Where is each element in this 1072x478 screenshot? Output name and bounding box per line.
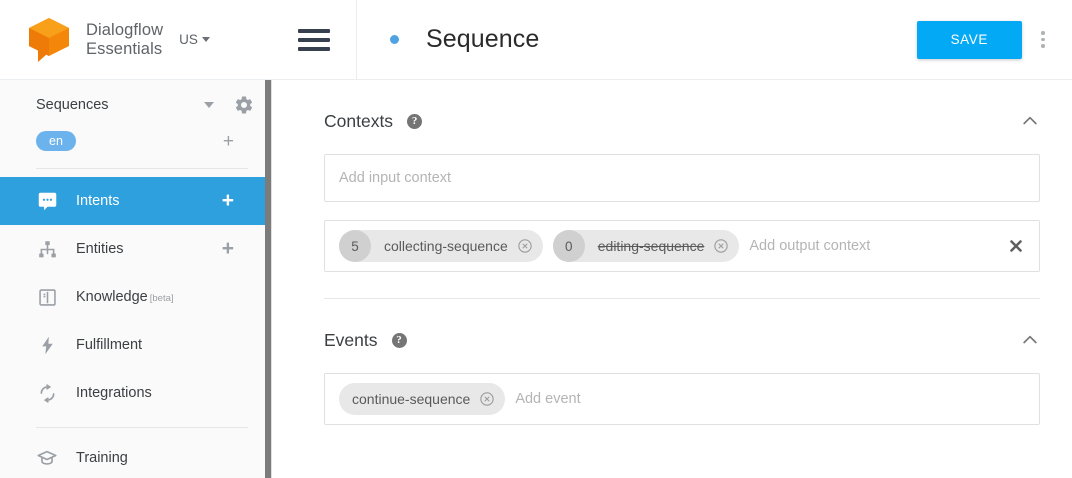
events-header: Events ?	[324, 325, 1040, 355]
brand-name: Dialogflow Essentials	[86, 21, 163, 59]
sidebar-nav: Intents + Entities +	[0, 177, 272, 478]
language-pill[interactable]: en	[36, 131, 76, 151]
sidebar-item-intents[interactable]: Intents +	[0, 177, 272, 225]
agent-name: Sequences	[36, 97, 109, 113]
agent-selector[interactable]: Sequences	[0, 86, 272, 124]
title-area: Sequence	[357, 0, 917, 79]
main-area: Sequence SAVE Contexts ?	[272, 0, 1072, 478]
chevron-up-icon[interactable]	[1020, 330, 1040, 350]
sidebar-item-label: Intents	[76, 193, 120, 209]
remove-circle-icon[interactable]	[713, 238, 729, 254]
caret-down-icon[interactable]	[204, 102, 214, 108]
sidebar-item-fulfillment[interactable]: Fulfillment	[0, 321, 272, 369]
output-context-field[interactable]: 5 collecting-sequence 0 editing-sequence	[324, 220, 1040, 272]
brand-name-line2: Essentials	[86, 39, 163, 58]
contexts-title: Contexts	[324, 110, 394, 131]
sidebar-item-text: Knowledge	[76, 289, 148, 305]
brand-name-line1: Dialogflow	[86, 20, 164, 39]
sidebar-scrollbar[interactable]	[265, 80, 271, 478]
plus-icon[interactable]: +	[221, 189, 234, 212]
lifespan-badge: 5	[339, 230, 371, 262]
dialogflow-cube-icon	[26, 16, 72, 64]
sidebar-item-label: Fulfillment	[76, 337, 143, 353]
input-context-field[interactable]: Add input context	[324, 154, 1040, 202]
contexts-header: Contexts ?	[324, 106, 1040, 136]
language-row: en +	[0, 124, 272, 158]
hamburger-menu-icon	[298, 24, 330, 56]
lightning-bolt-icon	[36, 334, 58, 356]
sidebar-item-label: Integrations	[76, 385, 152, 401]
page-title: Sequence	[426, 25, 540, 53]
sidebar-item-integrations[interactable]: Integrations	[0, 369, 272, 417]
divider	[36, 168, 248, 169]
remove-circle-icon[interactable]	[517, 238, 533, 254]
context-name: editing-sequence	[597, 238, 705, 254]
events-field[interactable]: continue-sequence Add event	[324, 373, 1040, 425]
region-selector[interactable]: US	[179, 32, 210, 47]
divider	[36, 427, 248, 428]
output-context-chip[interactable]: 0 editing-sequence	[552, 230, 740, 262]
plus-icon[interactable]: +	[222, 130, 234, 152]
top-bar: Sequence SAVE	[272, 0, 1072, 80]
events-title: Events	[324, 329, 378, 350]
sidebar-edge	[271, 80, 272, 478]
events-section: Events ? continue-sequence	[324, 299, 1040, 425]
input-context-placeholder: Add input context	[339, 170, 452, 186]
help-circle-icon[interactable]: ?	[407, 113, 423, 129]
status-dot-icon	[390, 35, 399, 44]
plus-icon[interactable]: +	[221, 237, 234, 260]
kebab-menu-icon[interactable]	[1030, 31, 1056, 48]
graduation-cap-icon	[36, 447, 58, 469]
book-icon	[36, 286, 58, 308]
clear-x-icon[interactable]	[1007, 237, 1025, 255]
content-area: Contexts ? Add input context 5 co	[272, 80, 1072, 425]
refresh-arrows-icon	[36, 382, 58, 404]
help-circle-icon[interactable]: ?	[391, 332, 407, 348]
contexts-section: Contexts ? Add input context 5 co	[324, 80, 1040, 272]
sidebar-item-training[interactable]: Training	[0, 434, 272, 478]
section-divider	[324, 298, 1040, 299]
context-name: collecting-sequence	[384, 238, 508, 254]
brand-header: Dialogflow Essentials US	[0, 0, 272, 80]
hierarchy-icon	[36, 238, 58, 260]
top-actions: SAVE	[916, 0, 1072, 79]
chat-bubble-icon	[36, 190, 58, 212]
sidebar-item-knowledge[interactable]: Knowledge[beta]	[0, 273, 272, 321]
sidebar-item-label: Training	[76, 450, 128, 466]
caret-down-icon	[201, 37, 210, 42]
gear-icon[interactable]	[234, 95, 254, 115]
chevron-up-icon[interactable]	[1020, 111, 1040, 131]
sidebar: Dialogflow Essentials US Sequences en +	[0, 0, 272, 478]
event-chip[interactable]: continue-sequence	[339, 383, 506, 415]
lifespan-badge: 0	[552, 230, 585, 262]
save-button[interactable]: SAVE	[916, 20, 1022, 59]
hamburger-menu-button[interactable]	[272, 0, 357, 79]
sidebar-item-label: Knowledge[beta]	[76, 289, 254, 305]
event-name: continue-sequence	[352, 391, 471, 407]
output-context-placeholder: Add output context	[749, 238, 871, 254]
sidebar-item-entities[interactable]: Entities +	[0, 225, 272, 273]
sidebar-item-label: Entities	[76, 241, 124, 257]
output-context-chip[interactable]: 5 collecting-sequence	[339, 230, 543, 262]
event-placeholder: Add event	[515, 391, 581, 407]
region-label: US	[179, 32, 198, 47]
beta-badge: [beta]	[149, 293, 174, 304]
remove-circle-icon[interactable]	[479, 391, 495, 407]
